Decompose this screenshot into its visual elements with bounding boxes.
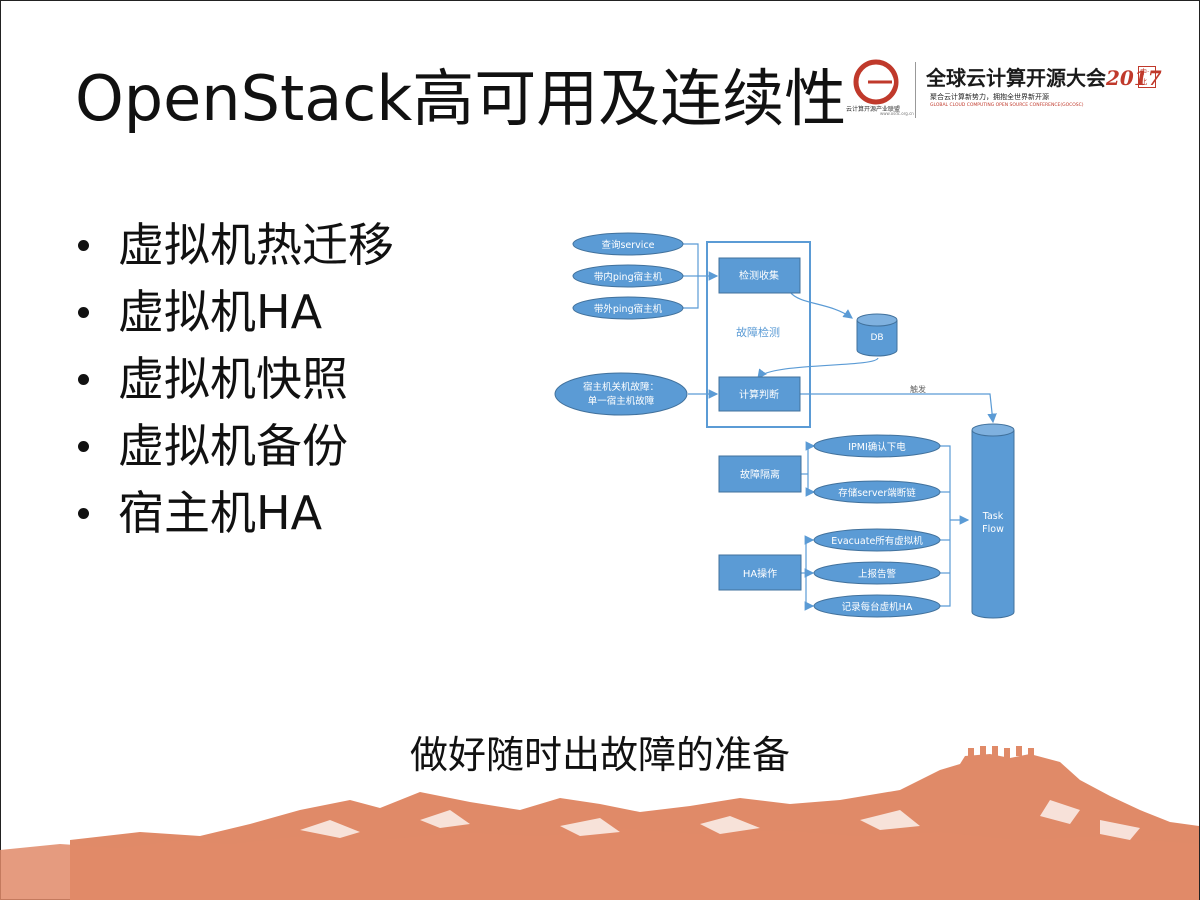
arrow-iso-to-ipmi <box>805 441 816 474</box>
bullet-dot-icon <box>78 508 89 519</box>
host-failure-node <box>554 372 688 416</box>
alliance-caption: 云计算开源产业联盟 <box>846 106 901 113</box>
city-tag: 中·北 <box>1138 66 1156 88</box>
bullet-list: 虚拟机热迁移 虚拟机HA 虚拟机快照 虚拟机备份 宿主机HA <box>78 212 394 547</box>
db-cylinder <box>856 313 898 357</box>
ha-op-label: HA操作 <box>743 567 777 580</box>
host-failure-line2: 单一宿主机故障 <box>588 395 655 407</box>
trigger-label: 触发 <box>910 384 926 394</box>
input-node-label: 查询service <box>601 239 654 251</box>
ha-step-node <box>813 594 941 618</box>
alliance-url: www.osdc.org.cn <box>880 111 914 116</box>
bullet-dot-icon <box>78 441 89 452</box>
judge-box <box>718 376 801 412</box>
conference-year: 2017 <box>1106 66 1162 90</box>
input-node-label: 带外ping宿主机 <box>594 303 663 315</box>
slide-title: OpenStack高可用及连续性 <box>75 62 847 135</box>
collect-box <box>718 257 801 294</box>
isolation-step-node <box>813 480 941 504</box>
alliance-ring-icon <box>853 59 899 105</box>
bullet-text: 虚拟机备份 <box>118 419 348 473</box>
host-failure-line1: 宿主机关机故障： <box>583 381 659 393</box>
alliance-logo: 云计算开源产业联盟 www.osdc.org.cn <box>838 58 914 118</box>
bullet-text: 宿主机HA <box>118 486 323 540</box>
bullet-item: 虚拟机热迁移 <box>78 212 394 279</box>
input-node <box>572 232 684 256</box>
ha-flow-diagram: 故障检测 触发 查询service 带内ping宿主机 带外ping宿主机 宿主… <box>554 232 1015 619</box>
connectors <box>682 243 997 611</box>
taskflow-label-line2: Flow <box>982 524 1004 535</box>
arrow-iso-to-storage <box>805 474 816 497</box>
conference-logo: 全球云计算开源大会2017 中·北 聚合云计算新势力，拥抱全世界新开源 GLOB… <box>926 62 1162 118</box>
conference-slogan: 聚合云计算新势力，拥抱全世界新开源 <box>930 93 1049 101</box>
ha-step-node <box>813 528 941 552</box>
db-label: DB <box>870 333 883 343</box>
arrow-ha-to-evacuate <box>804 535 815 573</box>
conference-title: 全球云计算开源大会 <box>926 66 1106 90</box>
input-node <box>572 264 684 288</box>
bullet-item: 虚拟机备份 <box>78 413 394 480</box>
isolation-box <box>718 455 802 493</box>
logo-divider <box>915 62 916 118</box>
bullet-text: 虚拟机HA <box>118 285 323 339</box>
bullet-text: 虚拟机热迁移 <box>118 218 394 272</box>
arrow-ha-to-record <box>804 573 815 611</box>
arrow-collect-to-db <box>789 291 853 319</box>
input-nodes: 查询service 带内ping宿主机 带外ping宿主机 <box>572 232 684 320</box>
bullet-dot-icon <box>78 374 89 385</box>
bullet-text: 虚拟机快照 <box>118 352 348 406</box>
collect-label: 检测收集 <box>739 269 779 282</box>
arrow-db-to-judge <box>757 357 879 379</box>
ha-step-label: Evacuate所有虚拟机 <box>831 535 923 547</box>
conference-name: 全球云计算开源大会2017 <box>926 62 1162 91</box>
wall-battlements <box>968 746 1034 758</box>
bullet-item: 虚拟机HA <box>78 279 394 346</box>
arrow-trigger-to-taskflow <box>800 393 997 424</box>
bullet-item: 虚拟机快照 <box>78 346 394 413</box>
ha-step-label: 上报告警 <box>858 568 897 580</box>
great-wall-mountains-image <box>0 746 1199 900</box>
footer-slogan: 做好随时出故障的准备 <box>409 733 790 777</box>
conference-english-name: GLOBAL CLOUD COMPUTING OPEN SOURCE CONFE… <box>930 103 1084 108</box>
isolation-step-node <box>813 434 941 458</box>
taskflow-label-line1: Task <box>982 511 1004 522</box>
ha-op-box <box>718 554 802 591</box>
ha-step-label: 记录每台虚机HA <box>842 601 913 613</box>
ha-step-node <box>813 561 941 585</box>
isolation-step-label: 存储server端断链 <box>838 487 916 499</box>
right-bracket-line <box>940 445 951 607</box>
input-node <box>572 296 684 320</box>
mountain-foreground <box>0 828 1199 900</box>
bullet-dot-icon <box>78 240 89 251</box>
detect-group-frame <box>706 241 811 428</box>
snow-texture <box>300 800 1140 840</box>
input-node-label: 带内ping宿主机 <box>594 271 663 283</box>
isolation-step-label: IPMI确认下电 <box>848 441 906 453</box>
isolation-label: 故障隔离 <box>740 468 780 481</box>
taskflow-cylinder <box>971 423 1015 619</box>
detect-group-label: 故障检测 <box>736 325 780 339</box>
bullet-item: 宿主机HA <box>78 480 394 547</box>
bullet-dot-icon <box>78 307 89 318</box>
judge-label: 计算判断 <box>739 388 779 401</box>
